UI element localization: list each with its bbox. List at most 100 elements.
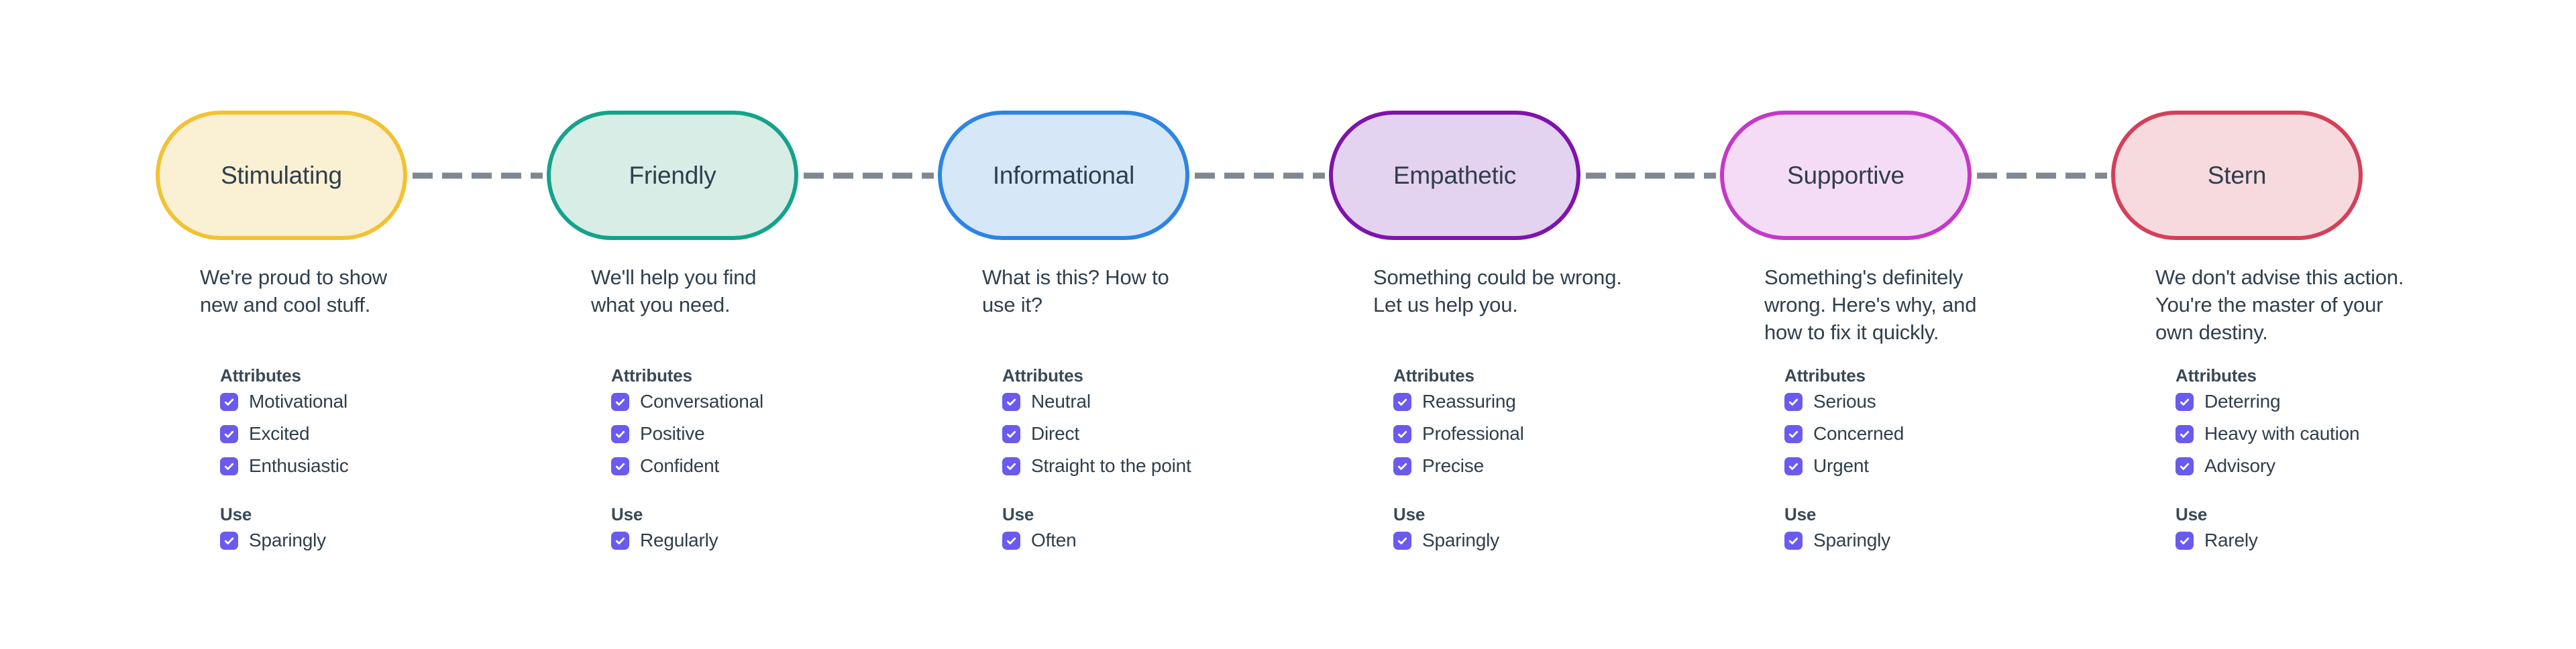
use-list: Regularly bbox=[477, 529, 868, 552]
attributes-list: Serious Concerned Urgent bbox=[1650, 390, 2041, 477]
checkbox-checked[interactable] bbox=[1002, 531, 1020, 550]
use-heading: Use bbox=[2176, 504, 2208, 524]
checkbox-checked[interactable] bbox=[611, 392, 629, 411]
check-icon bbox=[1397, 398, 1407, 406]
check-icon bbox=[1006, 398, 1016, 406]
checkbox-checked[interactable] bbox=[2176, 392, 2194, 411]
tone-description: We don't advise this action. You're the … bbox=[2155, 266, 2404, 344]
checkbox-label: Reassuring bbox=[1422, 391, 1516, 412]
checkbox-row: Heavy with caution bbox=[2176, 422, 2432, 445]
checkbox-row: Conversational bbox=[611, 390, 868, 413]
checkbox-label: Enthusiastic bbox=[249, 455, 349, 476]
checkbox-checked[interactable] bbox=[1002, 392, 1020, 411]
checkbox-label: Professional bbox=[1422, 423, 1524, 444]
checkbox-label: Positive bbox=[640, 423, 705, 444]
checkbox-row: Sparingly bbox=[220, 529, 477, 552]
checkbox-checked[interactable] bbox=[220, 457, 238, 475]
checkbox-label: Advisory bbox=[2204, 455, 2275, 476]
checkbox-checked[interactable] bbox=[1784, 457, 1803, 475]
connector-dashed-line bbox=[413, 172, 543, 179]
checkbox-checked[interactable] bbox=[1002, 424, 1020, 443]
connector-dashed-line bbox=[1977, 172, 2107, 179]
tone-description: What is this? How to use it? bbox=[982, 266, 1169, 316]
check-icon bbox=[1788, 398, 1799, 406]
tone-description: Something's definitely wrong. Here's why… bbox=[1764, 266, 1977, 344]
checkbox-checked[interactable] bbox=[220, 531, 238, 550]
check-icon bbox=[1397, 537, 1407, 544]
checkbox-label: Heavy with caution bbox=[2204, 423, 2360, 444]
tone-node-pill: Informational bbox=[938, 111, 1189, 240]
checkbox-row: Serious bbox=[1784, 390, 2041, 413]
check-icon bbox=[2180, 463, 2190, 470]
checkbox-label: Deterring bbox=[2204, 391, 2281, 412]
checkbox-checked[interactable] bbox=[1393, 457, 1411, 475]
checkbox-row: Positive bbox=[611, 422, 868, 445]
checkbox-checked[interactable] bbox=[2176, 424, 2194, 443]
checkbox-row: Professional bbox=[1393, 422, 1650, 445]
tone-node-label: Informational bbox=[992, 161, 1135, 189]
checkbox-checked[interactable] bbox=[1393, 424, 1411, 443]
checkbox-row: Often bbox=[1002, 529, 1259, 552]
check-icon bbox=[1006, 537, 1016, 544]
tone-spectrum-diagram: Stimulating We're proud to show new and … bbox=[86, 0, 2432, 552]
checkbox-checked[interactable] bbox=[611, 424, 629, 443]
checkbox-label: Conversational bbox=[640, 391, 763, 412]
checkbox-checked[interactable] bbox=[611, 457, 629, 475]
checkbox-row: Reassuring bbox=[1393, 390, 1650, 413]
checkbox-label: Confident bbox=[640, 455, 720, 476]
checkbox-checked[interactable] bbox=[1784, 392, 1803, 411]
use-heading: Use bbox=[1393, 504, 1426, 524]
checkbox-label: Direct bbox=[1031, 423, 1079, 444]
attributes-heading: Attributes bbox=[1784, 365, 1866, 386]
checkbox-row: Sparingly bbox=[1784, 529, 2041, 552]
checkbox-row: Rarely bbox=[2176, 529, 2432, 552]
checkbox-checked[interactable] bbox=[611, 531, 629, 550]
checkbox-label: Sparingly bbox=[249, 530, 326, 550]
checkbox-checked[interactable] bbox=[220, 424, 238, 443]
checkbox-label: Serious bbox=[1813, 391, 1876, 412]
attributes-list: Deterring Heavy with caution Advisory bbox=[2041, 390, 2432, 477]
tone-column: Empathetic Something could be wrong. Let… bbox=[1259, 0, 1716, 552]
check-icon bbox=[1788, 537, 1799, 544]
check-icon bbox=[2180, 430, 2190, 438]
checkbox-checked[interactable] bbox=[1393, 392, 1411, 411]
checkbox-row: Advisory bbox=[2176, 455, 2432, 477]
tone-node-pill: Friendly bbox=[547, 111, 798, 240]
check-icon bbox=[1788, 430, 1799, 438]
use-heading: Use bbox=[1784, 504, 1817, 524]
checkbox-checked[interactable] bbox=[1784, 424, 1803, 443]
checkbox-label: Excited bbox=[249, 423, 310, 444]
checkbox-checked[interactable] bbox=[2176, 457, 2194, 475]
checkbox-row: Precise bbox=[1393, 455, 1650, 477]
checkbox-label: Motivational bbox=[249, 391, 348, 412]
check-icon bbox=[224, 430, 234, 438]
attributes-list: Conversational Positive Confident bbox=[477, 390, 868, 477]
check-icon bbox=[1006, 430, 1016, 438]
connector-dashed-line bbox=[1195, 172, 1325, 179]
checkbox-row: Direct bbox=[1002, 422, 1259, 445]
check-icon bbox=[1006, 463, 1016, 470]
columns-row: Stimulating We're proud to show new and … bbox=[86, 0, 2432, 552]
checkbox-checked[interactable] bbox=[2176, 531, 2194, 550]
checkbox-label: Straight to the point bbox=[1031, 455, 1191, 476]
checkbox-row: Neutral bbox=[1002, 390, 1259, 413]
checkbox-row: Deterring bbox=[2176, 390, 2432, 413]
tone-description: We'll help you find what you need. bbox=[591, 266, 757, 316]
use-list: Sparingly bbox=[86, 529, 477, 552]
tone-node-label: Empathetic bbox=[1393, 161, 1517, 189]
checkbox-label: Neutral bbox=[1031, 391, 1091, 412]
attributes-list: Motivational Excited Enthusiastic bbox=[86, 390, 477, 477]
check-icon bbox=[615, 537, 625, 544]
checkbox-checked[interactable] bbox=[220, 392, 238, 411]
tone-column: Stern We don't advise this action. You'r… bbox=[2041, 0, 2432, 552]
checkbox-checked[interactable] bbox=[1784, 531, 1803, 550]
attributes-list: Neutral Direct Straight to the point bbox=[868, 390, 1259, 477]
check-icon bbox=[224, 398, 234, 406]
check-icon bbox=[2180, 537, 2190, 544]
checkbox-checked[interactable] bbox=[1002, 457, 1020, 475]
check-icon bbox=[1397, 463, 1407, 470]
use-list: Sparingly bbox=[1259, 529, 1650, 552]
check-icon bbox=[1397, 430, 1407, 438]
checkbox-checked[interactable] bbox=[1393, 531, 1411, 550]
use-heading: Use bbox=[611, 504, 643, 524]
